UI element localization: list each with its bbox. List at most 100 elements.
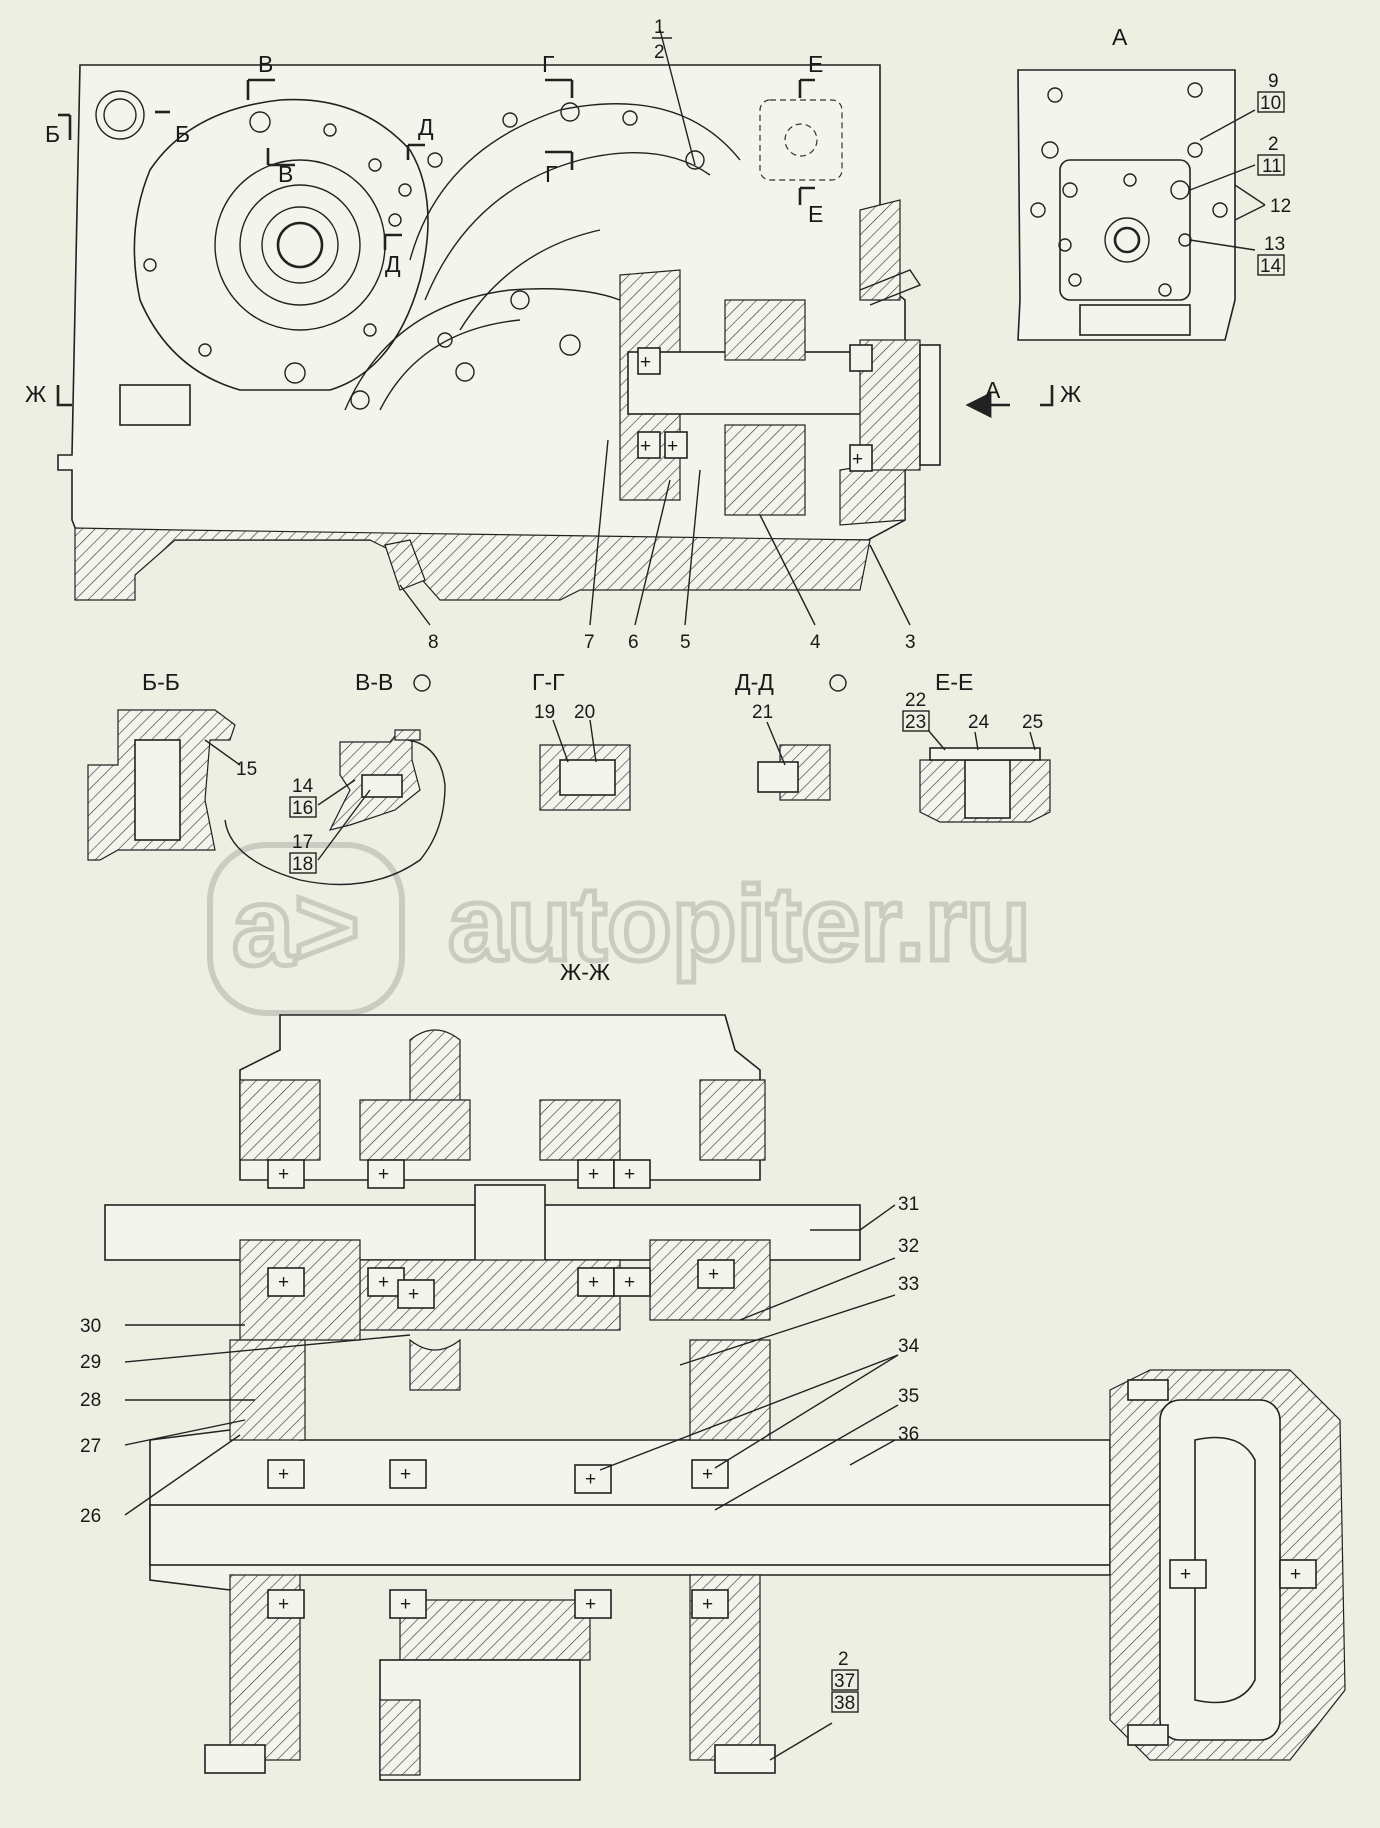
- view-a: А 9 10 2 11 12 13 14: [1017, 24, 1291, 341]
- svg-text:Г-Г: Г-Г: [532, 669, 565, 695]
- svg-text:Д: Д: [418, 114, 434, 140]
- svg-text:Д: Д: [385, 251, 401, 277]
- left-slot: [119, 384, 191, 426]
- svg-text:+: +: [585, 1594, 596, 1615]
- svg-text:+: +: [378, 1164, 389, 1185]
- lower-axle: [149, 1504, 1111, 1566]
- svg-text:+: +: [708, 1264, 719, 1285]
- svg-text:25: 25: [1022, 712, 1043, 733]
- svg-text:Е: Е: [808, 201, 823, 227]
- svg-text:37: 37: [834, 1671, 855, 1692]
- callout-5: 5: [680, 632, 691, 653]
- svg-text:16: 16: [292, 798, 313, 819]
- output-flange: [919, 344, 941, 466]
- section-gg: Г-Г 19 20: [532, 669, 631, 811]
- svg-text:Е-Е: Е-Е: [935, 669, 973, 695]
- fraction-1-2-num: 1: [654, 17, 665, 38]
- svg-text:11: 11: [1262, 156, 1282, 177]
- dashed-flange: [759, 99, 843, 181]
- svg-text:33: 33: [898, 1274, 919, 1295]
- fraction-1-2-den: 2: [654, 42, 665, 63]
- svg-text:Б: Б: [45, 121, 60, 147]
- svg-text:Б-Б: Б-Б: [142, 669, 180, 695]
- main-callouts: 3 4 5 6 7 8 1 2: [399, 17, 916, 653]
- svg-text:+: +: [702, 1594, 713, 1615]
- svg-text:18: 18: [292, 854, 313, 875]
- lower-bearings: + + + + + + + +: [267, 1459, 729, 1619]
- svg-text:38: 38: [834, 1693, 855, 1714]
- svg-text:23: 23: [905, 712, 926, 733]
- svg-text:+: +: [667, 436, 678, 457]
- section-vv: В-В 14 16 17 18: [224, 669, 446, 886]
- center-gear-bolts: [350, 102, 705, 410]
- svg-text:+: +: [640, 352, 651, 373]
- svg-text:А: А: [985, 377, 1001, 403]
- svg-text:2: 2: [838, 1649, 849, 1670]
- svg-text:+: +: [702, 1464, 713, 1485]
- svg-text:+: +: [585, 1469, 596, 1490]
- svg-text:15: 15: [236, 759, 257, 780]
- svg-text:+: +: [588, 1272, 599, 1293]
- svg-text:Г: Г: [545, 161, 558, 187]
- callout-3: 3: [905, 632, 916, 653]
- svg-text:22: 22: [905, 690, 926, 711]
- callout-4: 4: [810, 632, 821, 653]
- svg-text:+: +: [400, 1594, 411, 1615]
- svg-text:Е: Е: [808, 51, 823, 77]
- section-markers: Б Б В В Г Г Е Е Д Д Ж Ж А: [25, 51, 1081, 418]
- svg-text:Д-Д: Д-Д: [735, 669, 774, 695]
- section-dd: Д-Д 21: [735, 669, 847, 801]
- svg-text:24: 24: [968, 712, 990, 733]
- svg-text:17: 17: [292, 832, 313, 853]
- svg-text:20: 20: [574, 702, 595, 723]
- svg-text:29: 29: [80, 1352, 101, 1373]
- svg-text:a>: a>: [232, 864, 360, 989]
- svg-text:36: 36: [898, 1424, 919, 1445]
- svg-text:2: 2: [1268, 134, 1279, 155]
- svg-text:14: 14: [292, 776, 314, 797]
- svg-text:В: В: [258, 51, 273, 77]
- center-gear-arc: [409, 103, 741, 261]
- svg-text:10: 10: [1260, 93, 1281, 114]
- svg-text:+: +: [278, 1272, 289, 1293]
- svg-text:+: +: [400, 1464, 411, 1485]
- svg-text:+: +: [278, 1594, 289, 1615]
- svg-text:26: 26: [80, 1506, 101, 1527]
- svg-text:В-В: В-В: [355, 669, 393, 695]
- svg-text:+: +: [640, 436, 651, 457]
- section-bb: Б-Б 15: [87, 669, 257, 861]
- view-a-title: А: [1112, 24, 1128, 50]
- section-ee: Е-Е 22 23 24 25: [902, 669, 1051, 823]
- left-disc-bolts: [143, 111, 402, 384]
- svg-text:28: 28: [80, 1390, 101, 1411]
- svg-text:Ж-Ж: Ж-Ж: [560, 959, 610, 985]
- zz-callouts-left: 30 29 28 27 26: [80, 1316, 411, 1527]
- svg-text:13: 13: [1264, 234, 1285, 255]
- lower-rib: [74, 527, 871, 601]
- svg-text:+: +: [1290, 1564, 1301, 1585]
- callout-8: 8: [428, 632, 439, 653]
- svg-text:+: +: [408, 1284, 419, 1305]
- svg-text:+: +: [1180, 1564, 1191, 1585]
- svg-text:32: 32: [898, 1236, 919, 1257]
- svg-text:9: 9: [1268, 71, 1279, 92]
- clutch-lower: [724, 424, 806, 516]
- svg-text:31: 31: [898, 1194, 919, 1215]
- svg-text:12: 12: [1270, 196, 1291, 217]
- svg-text:27: 27: [80, 1436, 101, 1457]
- svg-text:В: В: [278, 161, 293, 187]
- svg-text:Ж: Ж: [25, 381, 46, 407]
- svg-text:35: 35: [898, 1386, 919, 1407]
- watermark: a> autopiter.ru: [207, 842, 1034, 1016]
- svg-text:+: +: [624, 1164, 635, 1185]
- callout-6: 6: [628, 632, 639, 653]
- clutch-upper: [724, 299, 806, 361]
- section-zz: Ж-Ж + + + + + + + + + +: [80, 959, 1346, 1781]
- svg-text:+: +: [278, 1464, 289, 1485]
- zz-callouts-right: 31 32 33 34 35 36 2 37 38: [599, 1194, 920, 1761]
- svg-text:Б: Б: [175, 121, 190, 147]
- svg-text:19: 19: [534, 702, 555, 723]
- svg-text:21: 21: [752, 702, 773, 723]
